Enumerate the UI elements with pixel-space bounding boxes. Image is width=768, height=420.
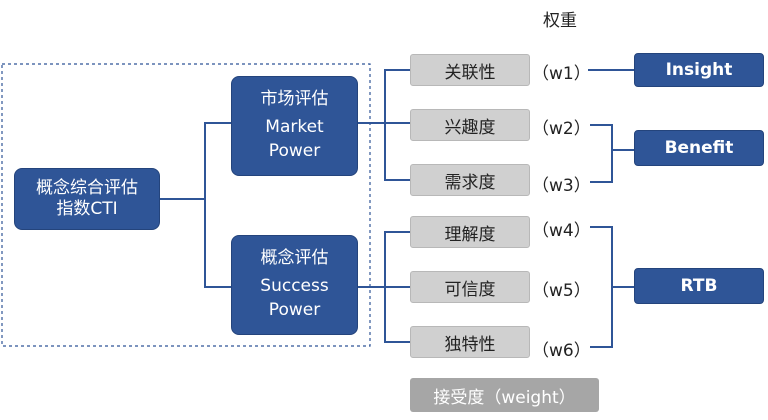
factor-box-interest: 兴趣度 [410, 109, 530, 141]
factor-box-uniqueness: 独特性 [410, 326, 530, 358]
root-line2: 指数CTI [56, 199, 118, 219]
factor-box-comprehension: 理解度 [410, 216, 530, 248]
weight-w4: （w4） [532, 221, 591, 241]
market-title: 市场评估 [260, 89, 329, 110]
factor-box-demand: 需求度 [410, 164, 530, 196]
concept-branch [358, 231, 410, 343]
outcome-benefit: Benefit [634, 130, 764, 166]
outcome-rtb: RTB [634, 268, 764, 304]
root-node-cti: 概念综合评估 指数CTI [14, 168, 160, 230]
concept-title: 概念评估 [260, 248, 329, 269]
acceptance-label: 接受度（weight） [410, 378, 599, 412]
root-branch [160, 122, 232, 288]
weight-w3: （w3） [532, 176, 591, 196]
benefit-bracket [590, 124, 634, 183]
rtb-bracket [590, 226, 634, 348]
weight-w1: （w1） [532, 64, 591, 84]
weight-w6: （w6） [532, 341, 591, 361]
market-evaluation-node: 市场评估 Market Power [231, 76, 358, 176]
outcome-insight: Insight [634, 53, 764, 87]
market-branch [358, 69, 410, 181]
concept-en1: Success [260, 276, 329, 297]
weight-header: 权重 [543, 11, 577, 31]
weight-w2: （w2） [532, 119, 591, 139]
weight-w5: （w5） [532, 281, 591, 301]
concept-en2: Power [268, 299, 321, 320]
dashed-boundary [1, 63, 371, 347]
market-en1: Market [265, 117, 324, 138]
market-en2: Power [268, 140, 321, 161]
factor-box-credibility: 可信度 [410, 271, 530, 303]
concept-evaluation-node: 概念评估 Success Power [231, 235, 358, 335]
factor-box-relevance: 关联性 [410, 54, 530, 86]
root-line1: 概念综合评估 [36, 177, 138, 198]
